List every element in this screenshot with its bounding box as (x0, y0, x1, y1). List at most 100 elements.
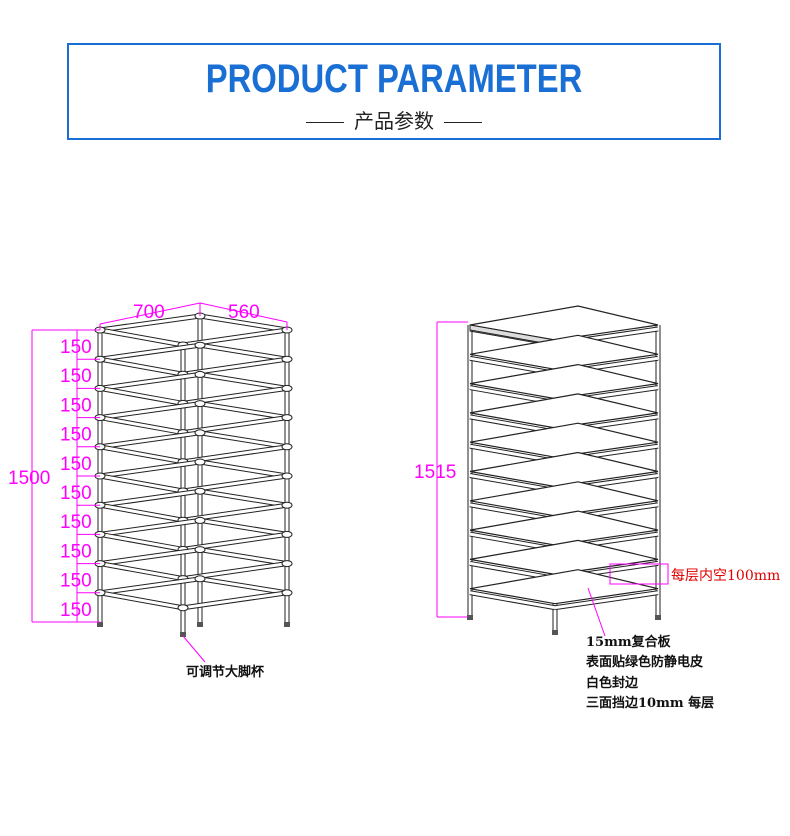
rail-fill (199, 577, 288, 595)
rail-fill (199, 518, 288, 536)
shelf-board (469, 569, 659, 605)
foot-cup (284, 622, 290, 627)
foot-cup (467, 615, 473, 620)
shelf-board (469, 393, 659, 429)
foot-cup (552, 630, 558, 635)
right-rack-frame (467, 305, 661, 635)
dim-line (99, 302, 201, 325)
rail-fill (99, 474, 184, 493)
rail-fill (99, 402, 201, 420)
gap-bracket (609, 563, 669, 585)
rail-fill (199, 372, 288, 390)
page-title: PRODUCT PARAMETER (205, 57, 583, 101)
connector (281, 501, 293, 509)
rail-fill (182, 591, 288, 610)
header-box: PRODUCT PARAMETER 产品参数 (67, 43, 721, 140)
rail-fill (199, 431, 288, 449)
rail-fill (99, 445, 184, 464)
shelf-board (469, 539, 659, 576)
connector (194, 429, 206, 437)
rail-fill (99, 518, 201, 536)
level-label: 150 (60, 600, 92, 621)
rail-fill (99, 532, 184, 551)
rail-fill (199, 343, 288, 361)
note-line-4: 三面挡边10mm 每层 (586, 695, 714, 711)
connector (281, 530, 293, 538)
rail-fill (99, 431, 201, 449)
rail-fill (199, 402, 288, 420)
rail-fill (99, 489, 201, 507)
rail-fill (99, 548, 201, 566)
connector (194, 458, 206, 466)
right-height-label: 1515 (414, 462, 456, 483)
shelf-board (469, 481, 659, 517)
connector (194, 575, 206, 583)
connector (281, 472, 293, 480)
connector (177, 604, 189, 612)
foot-note: 可调节大脚杯 (186, 664, 265, 680)
connector (194, 400, 206, 408)
level-label: 150 (60, 337, 92, 358)
depth-label: 560 (228, 302, 260, 323)
foot-cup (180, 632, 186, 637)
height-label: 1500 (8, 468, 50, 489)
rail-fill (99, 357, 184, 376)
connector (194, 370, 206, 378)
connector (194, 546, 206, 554)
connector (281, 443, 293, 451)
rail-fill (99, 328, 184, 347)
subtitle-text: 产品参数 (354, 111, 434, 133)
foot-cup (655, 615, 661, 620)
gap-label: 每层内空100mm (671, 568, 780, 584)
connector (194, 516, 206, 524)
foot-cup (97, 622, 103, 627)
rail-fill (199, 460, 288, 478)
rail-fill (554, 591, 659, 610)
rail-fill (99, 416, 184, 435)
rail-fill (99, 372, 201, 390)
rail-fill (199, 314, 288, 332)
connector (281, 384, 293, 392)
dim-line (199, 302, 288, 323)
note-line-2: 表面贴绿色防静电皮 (585, 654, 703, 670)
level-label: 150 (60, 571, 92, 592)
level-label: 150 (60, 395, 92, 416)
foot-cup (197, 622, 203, 627)
rail-fill (99, 503, 184, 522)
rail-fill (199, 548, 288, 566)
note-line-1: 15mm复合板 (586, 634, 672, 650)
shelf-board (469, 451, 659, 488)
level-label: 150 (60, 483, 92, 504)
width-label: 700 (133, 302, 165, 323)
leader-line (182, 635, 206, 663)
connector (281, 414, 293, 422)
shelf-board (469, 334, 659, 370)
shelf-board (469, 363, 659, 400)
level-label: 150 (60, 366, 92, 387)
shelf-board (469, 422, 659, 458)
connector (281, 560, 293, 568)
level-label: 150 (60, 454, 92, 475)
connector (194, 341, 206, 349)
rail-fill (199, 489, 288, 507)
shelf-board (469, 510, 659, 546)
level-label: 150 (60, 512, 92, 533)
page-subtitle: 产品参数 (69, 105, 719, 134)
connector (194, 487, 206, 495)
rail-fill (99, 386, 184, 405)
level-label: 150 (60, 425, 92, 446)
connector (281, 355, 293, 363)
connector (281, 589, 293, 597)
rail-fill (99, 314, 201, 332)
note-line-3: 白色封边 (586, 675, 639, 691)
left-rack-frame (94, 312, 293, 637)
rail-fill (99, 562, 184, 581)
rail-fill (469, 591, 556, 610)
rail-fill (99, 343, 201, 361)
level-label: 150 (60, 541, 92, 562)
dimension-lines (31, 302, 669, 663)
rail-fill (99, 460, 201, 478)
rail-fill (99, 591, 184, 610)
